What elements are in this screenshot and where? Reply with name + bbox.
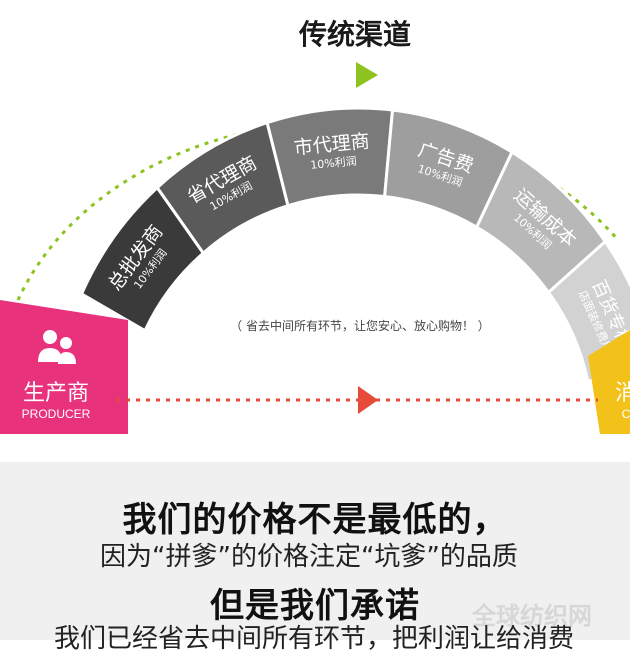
consumer-sublabel: C bbox=[622, 407, 630, 421]
diagram-title: 传统渠道 bbox=[298, 18, 411, 51]
subline: 因为“拼爹”的价格注定“坑爹”的品质 bbox=[100, 542, 518, 572]
producer-sublabel: PRODUCER bbox=[22, 407, 91, 421]
headline-promise: 但是我们承诺 bbox=[210, 586, 420, 626]
consumer-label: 消 bbox=[615, 381, 630, 406]
headline: 我们的价格不是最低的， bbox=[122, 500, 508, 540]
bottom-panel bbox=[0, 462, 630, 640]
cut-off-line: 我们已经省去中间所有环节，把利润让给消费 bbox=[54, 624, 575, 654]
segment-sublabel: 10%利润 bbox=[310, 154, 358, 172]
green-arrow-icon bbox=[356, 62, 378, 88]
direct-note: （ 省去中间所有环节，让您安心、放心购物！ ） bbox=[230, 318, 490, 333]
people-icon bbox=[38, 330, 76, 364]
red-arrow-icon bbox=[358, 386, 378, 414]
producer-block: 生产商 PRODUCER bbox=[0, 300, 128, 434]
producer-label: 生产商 bbox=[23, 381, 89, 406]
channel-diagram: 传统渠道 总批发商10%利润省代理商10%利润市代理商10%利润广告费10%利润… bbox=[0, 18, 630, 434]
watermark: 全球纺织网 bbox=[472, 602, 592, 630]
consumer-block: 消 C bbox=[588, 330, 630, 434]
